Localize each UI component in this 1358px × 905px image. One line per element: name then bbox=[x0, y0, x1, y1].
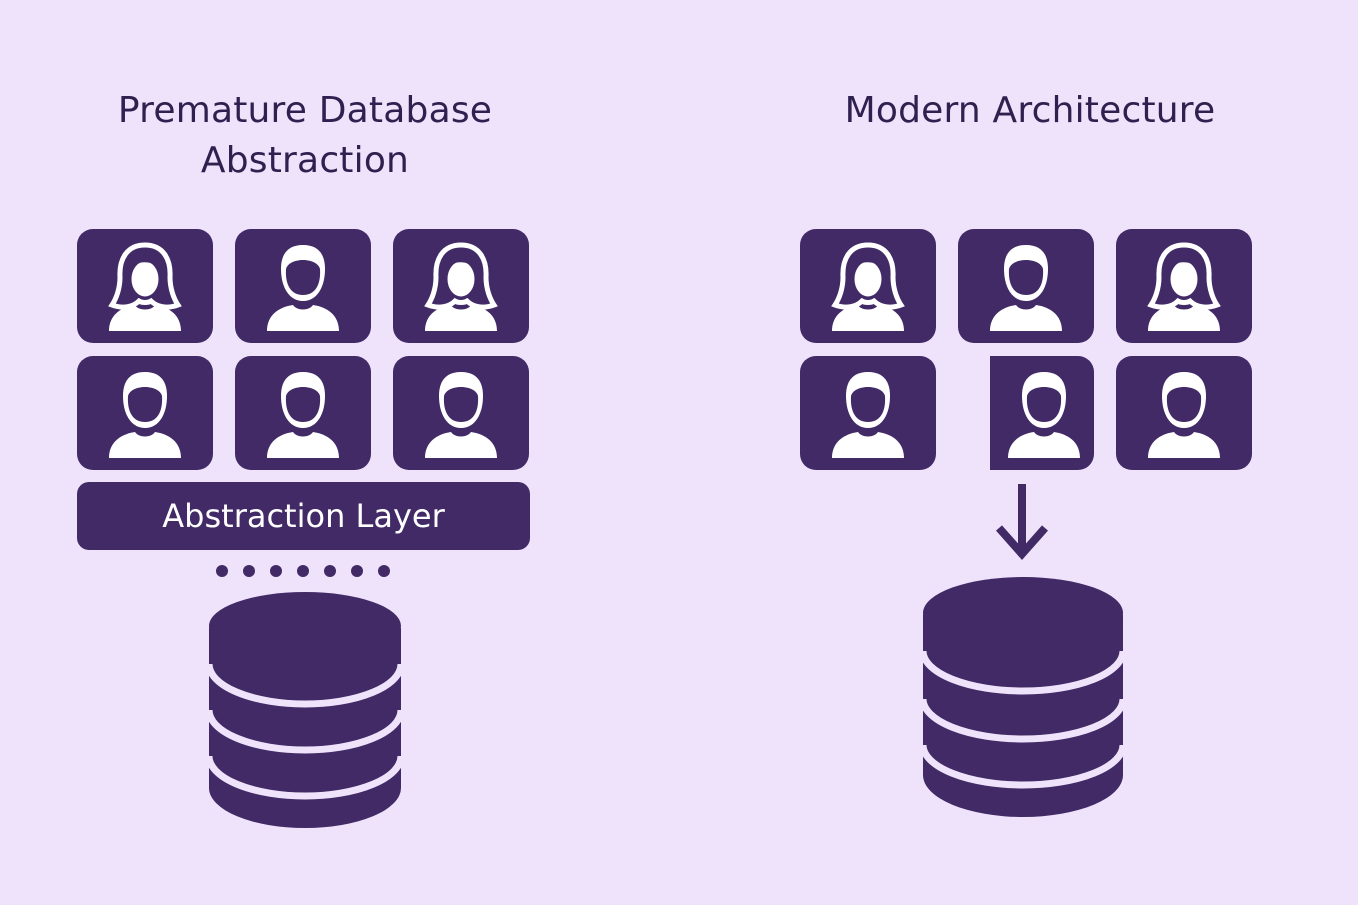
left-title-line2: Abstraction bbox=[200, 140, 410, 181]
male-user-icon bbox=[425, 372, 497, 458]
connector-dot bbox=[270, 565, 282, 577]
female-user-icon bbox=[424, 242, 498, 331]
male-user-icon bbox=[1008, 372, 1080, 458]
abstraction-layer: Abstraction Layer bbox=[77, 482, 530, 550]
user-tile bbox=[1116, 356, 1252, 470]
male-user-icon bbox=[990, 245, 1062, 331]
user-tile bbox=[77, 229, 213, 343]
down-arrow-icon bbox=[996, 484, 1048, 561]
male-user-icon bbox=[267, 245, 339, 331]
user-tile bbox=[800, 356, 936, 470]
male-user-icon bbox=[832, 372, 904, 458]
right-title: Modern Architecture bbox=[844, 90, 1216, 131]
user-tile bbox=[235, 229, 371, 343]
connector-dot bbox=[351, 565, 363, 577]
connector-dot bbox=[216, 565, 228, 577]
user-tile bbox=[77, 356, 213, 470]
user-tile bbox=[393, 356, 529, 470]
connector-dot bbox=[324, 565, 336, 577]
user-tile bbox=[235, 356, 371, 470]
left-title: Premature Database Abstraction bbox=[80, 86, 530, 186]
abstraction-layer-label: Abstraction Layer bbox=[162, 497, 445, 535]
female-user-icon bbox=[831, 242, 905, 331]
male-user-icon bbox=[109, 372, 181, 458]
user-tile bbox=[1116, 229, 1252, 343]
connector-dot bbox=[243, 565, 255, 577]
user-tile bbox=[990, 356, 1094, 470]
female-user-icon bbox=[1147, 242, 1221, 331]
connector-dot bbox=[378, 565, 390, 577]
left-title-line1: Premature Database bbox=[117, 90, 493, 131]
database-icon bbox=[207, 592, 403, 828]
female-user-icon bbox=[108, 242, 182, 331]
user-tile bbox=[393, 229, 529, 343]
connector-dot bbox=[297, 565, 309, 577]
user-tile bbox=[800, 229, 936, 343]
male-user-icon bbox=[267, 372, 339, 458]
male-user-icon bbox=[1148, 372, 1220, 458]
database-icon bbox=[921, 577, 1125, 817]
user-tile bbox=[958, 229, 1094, 343]
